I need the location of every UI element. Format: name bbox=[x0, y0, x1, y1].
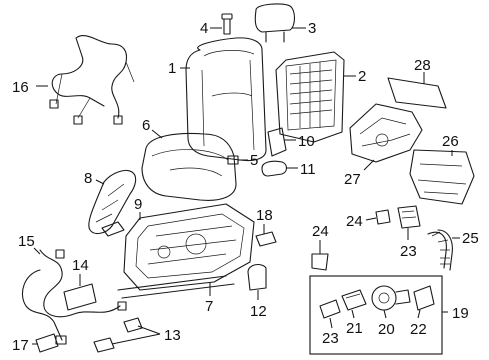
callout-labels: 1 2 3 4 5 6 7 8 9 10 11 12 13 14 15 16 1… bbox=[12, 20, 479, 354]
callout-1: 1 bbox=[168, 60, 176, 77]
seat-switch bbox=[101, 221, 125, 237]
side-shield bbox=[88, 169, 137, 235]
callout-12: 12 bbox=[250, 303, 267, 320]
cushion-clip bbox=[227, 155, 239, 165]
wire-harness-upper bbox=[49, 35, 135, 125]
callout-11: 11 bbox=[300, 161, 316, 178]
callout-24: 24 bbox=[312, 223, 329, 240]
cover-cap bbox=[247, 263, 267, 291]
seat-cushion bbox=[141, 133, 237, 201]
clip-small bbox=[375, 209, 391, 225]
callout-26: 26 bbox=[442, 133, 459, 150]
parts-group-box-19 bbox=[309, 275, 443, 355]
callout-3: 3 bbox=[308, 20, 316, 37]
callout-21: 21 bbox=[346, 320, 363, 337]
trim-cover-piece bbox=[267, 127, 287, 157]
seat-track-frame bbox=[117, 203, 255, 299]
back-bracket-assembly bbox=[349, 103, 423, 163]
callout-13: 13 bbox=[164, 327, 181, 344]
track-bracket bbox=[409, 149, 475, 205]
connector-bracket bbox=[35, 333, 59, 353]
callout-18: 18 bbox=[256, 207, 273, 224]
callout-23-upper: 23 bbox=[400, 243, 417, 260]
callout-14: 14 bbox=[72, 257, 89, 274]
control-module bbox=[63, 283, 97, 311]
corrugated-hose bbox=[427, 229, 453, 271]
callout-23-lower: 23 bbox=[322, 330, 339, 347]
seat-back-frame bbox=[275, 51, 345, 143]
callout-7: 7 bbox=[205, 298, 213, 315]
callout-27: 27 bbox=[344, 171, 361, 188]
wire-harness-lower bbox=[22, 249, 127, 345]
small-cap bbox=[311, 253, 329, 271]
callout-16: 16 bbox=[12, 79, 29, 96]
callout-8: 8 bbox=[84, 170, 92, 187]
leader-lines bbox=[32, 27, 460, 345]
callout-20: 20 bbox=[378, 321, 395, 338]
clip-parts bbox=[93, 317, 143, 353]
callout-9: 9 bbox=[134, 196, 142, 213]
small-bracket bbox=[255, 231, 277, 247]
callout-22: 22 bbox=[410, 321, 427, 338]
callout-4: 4 bbox=[200, 20, 208, 37]
seat-back-cushion bbox=[185, 37, 267, 162]
headrest bbox=[254, 3, 296, 43]
callout-25: 25 bbox=[462, 230, 479, 247]
adjust-handle bbox=[261, 160, 288, 177]
callout-17: 17 bbox=[12, 337, 29, 354]
headrest-guide bbox=[221, 13, 233, 35]
mounting-plate bbox=[387, 77, 447, 109]
callout-28: 28 bbox=[414, 57, 431, 74]
callout-5: 5 bbox=[250, 152, 258, 169]
connector-block-upper bbox=[397, 205, 421, 229]
callout-2: 2 bbox=[358, 68, 366, 85]
callout-15: 15 bbox=[18, 233, 35, 250]
callout-19: 19 bbox=[452, 305, 469, 322]
ventilation-parts bbox=[319, 285, 435, 319]
callout-24-right: 24 bbox=[346, 213, 363, 230]
callout-10: 10 bbox=[298, 133, 315, 150]
callout-6: 6 bbox=[142, 117, 150, 134]
